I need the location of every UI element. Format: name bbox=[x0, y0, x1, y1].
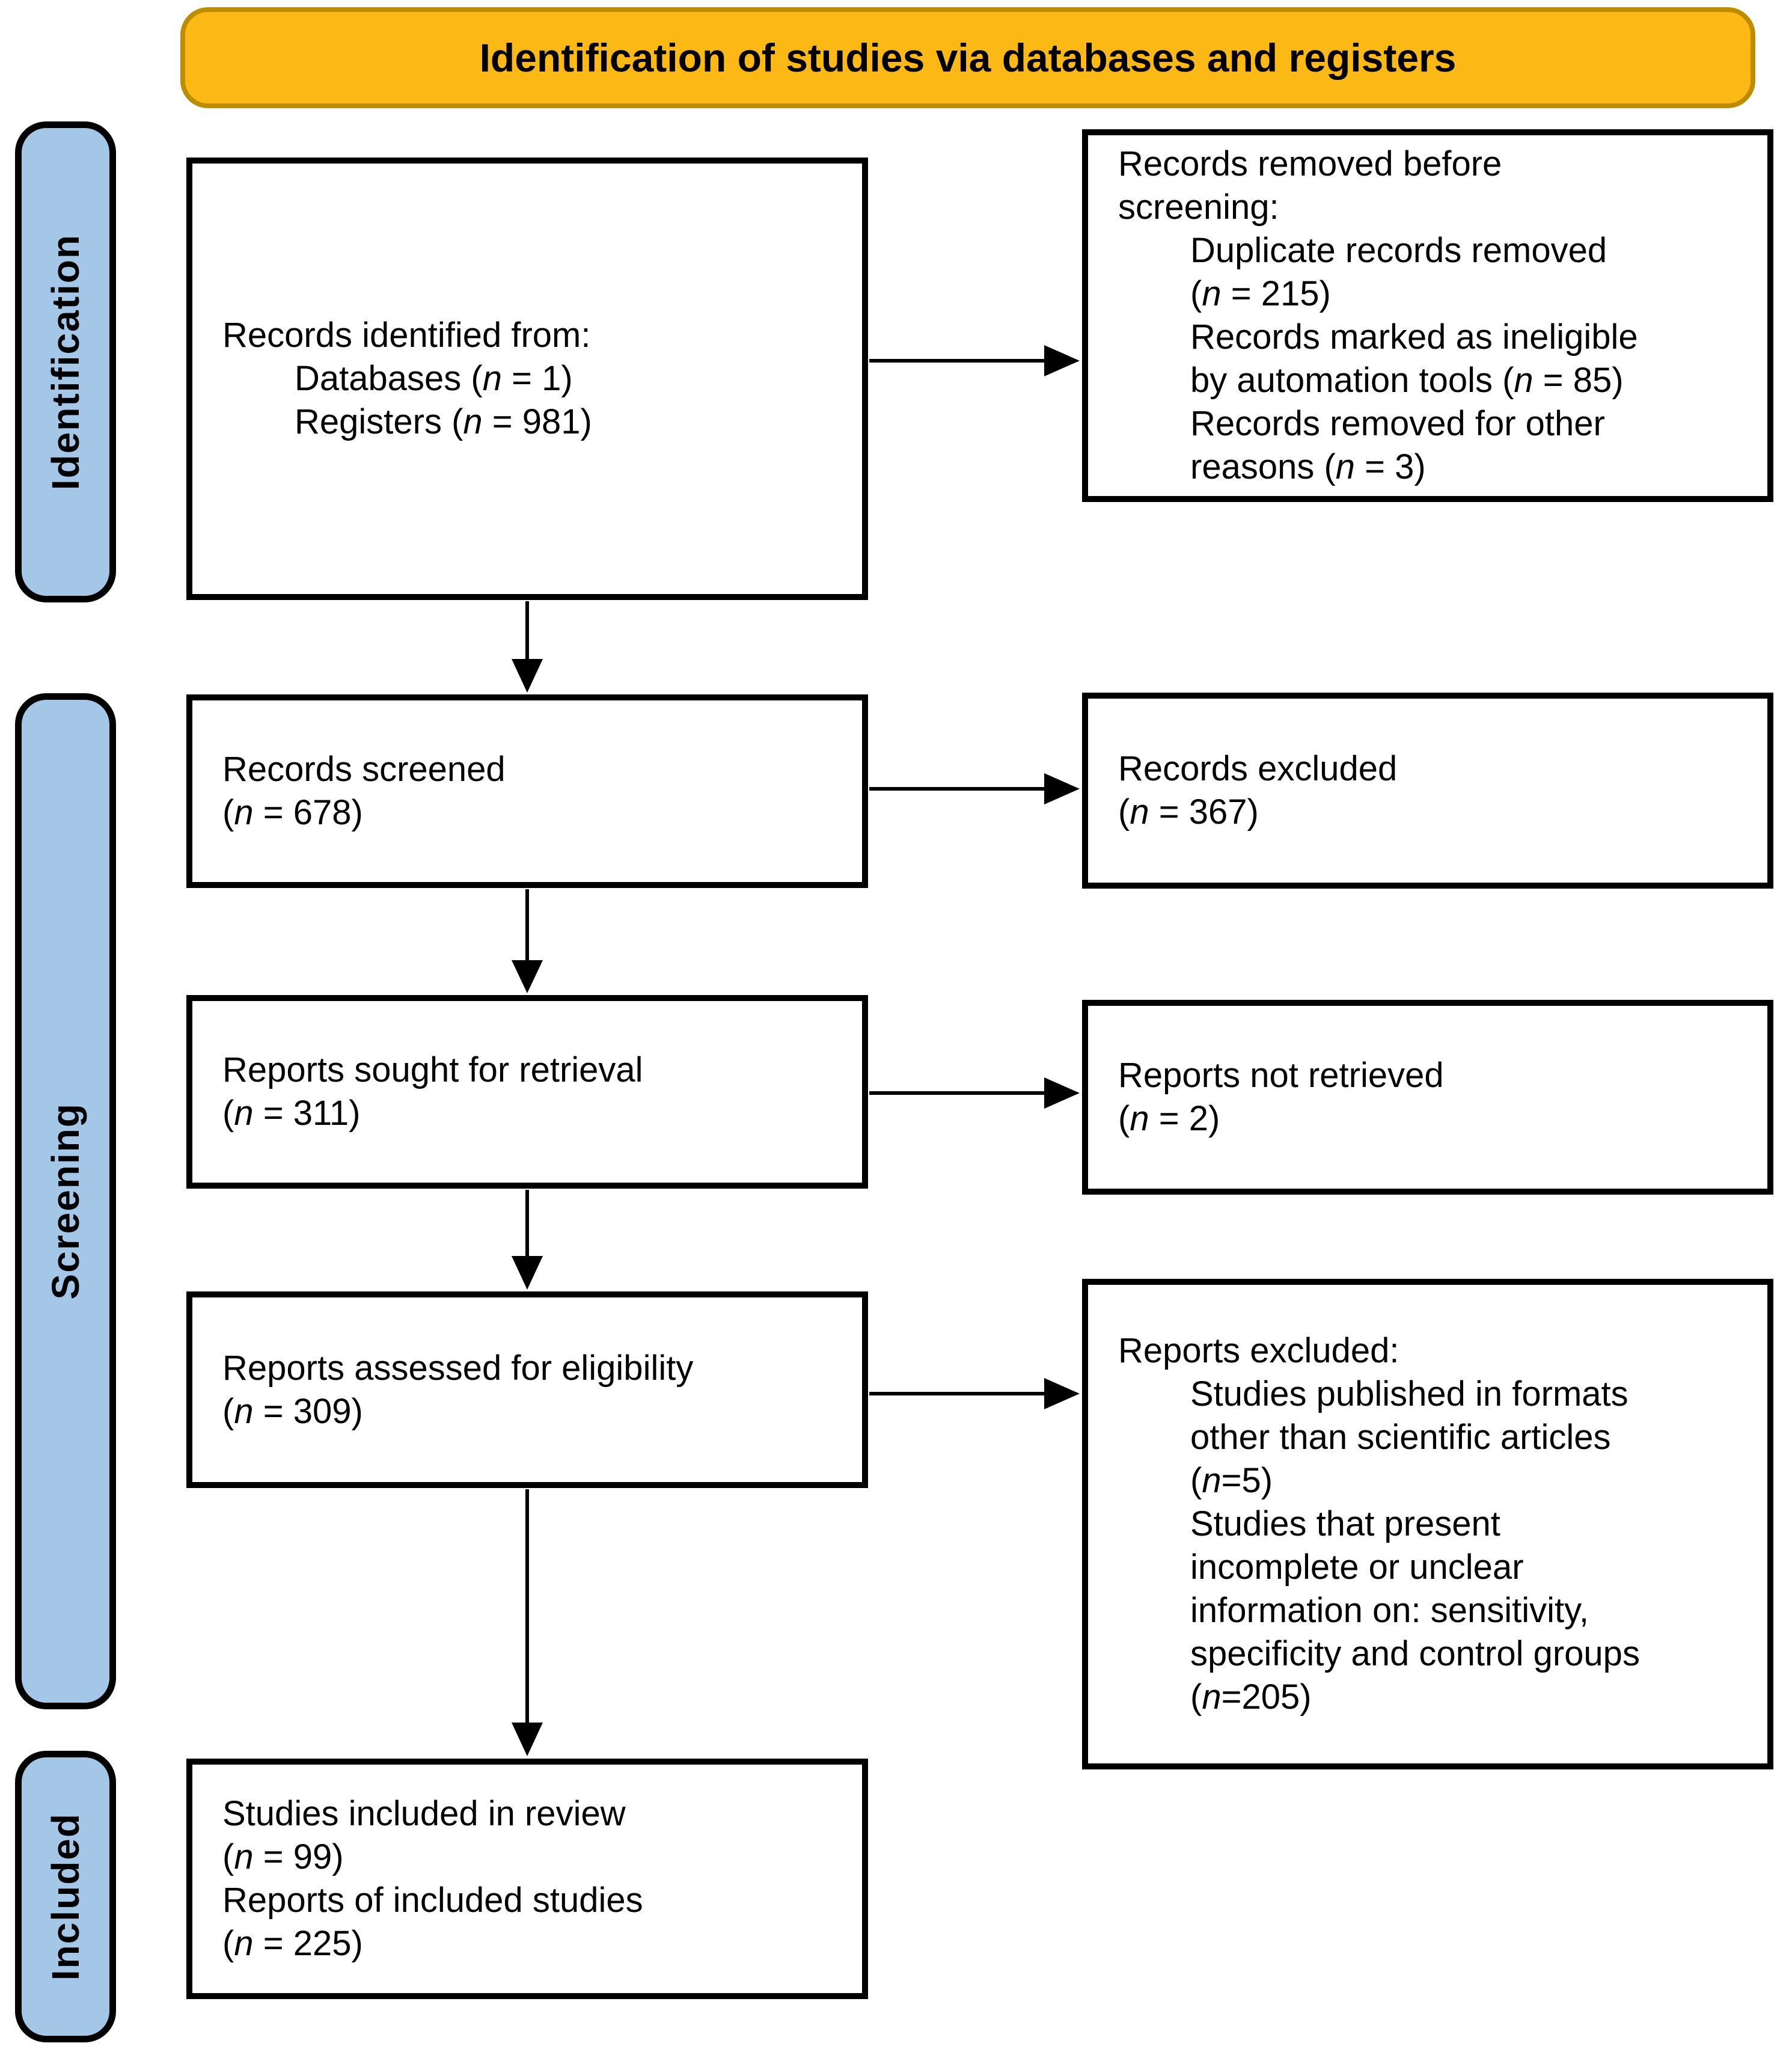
box-records-excluded: Records excluded (n = 367) bbox=[1082, 693, 1773, 889]
box-text-line: Records marked as ineligible bbox=[1190, 317, 1638, 357]
box-text-line: information on: sensitivity, bbox=[1190, 1591, 1589, 1630]
box-text-line: specificity and control groups bbox=[1190, 1634, 1640, 1673]
arrow-down-icon bbox=[512, 889, 543, 993]
banner-title: Identification of studies via databases … bbox=[180, 7, 1755, 108]
banner-title-text: Identification of studies via databases … bbox=[479, 35, 1457, 80]
box-records-removed-before-screening: Records removed before screening: Duplicat… bbox=[1082, 129, 1773, 502]
box-text-line: Records removed before bbox=[1118, 144, 1502, 183]
box-text-line: Registers (n = 981) bbox=[295, 402, 592, 441]
box-text-line: incomplete or unclear bbox=[1190, 1548, 1524, 1587]
box-text-line: screening: bbox=[1118, 188, 1279, 227]
side-label-identification-text: Identification bbox=[44, 233, 87, 491]
box-reports-excluded: Reports excluded: Studies published in fo… bbox=[1082, 1279, 1773, 1769]
box-studies-included-in-review: Studies included in review (n = 99) Report… bbox=[186, 1759, 868, 1999]
box-text-line: Studies that present bbox=[1190, 1504, 1500, 1543]
box-reports-not-retrieved: Reports not retrieved (n = 2) bbox=[1082, 1000, 1773, 1195]
box-text-line: Reports not retrieved bbox=[1118, 1056, 1444, 1095]
box-text-line: (n = 367) bbox=[1118, 792, 1259, 832]
box-text-line: Studies published in formats bbox=[1190, 1374, 1628, 1413]
arrow-down-icon bbox=[512, 1190, 543, 1290]
box-text-line: (n = 215) bbox=[1190, 274, 1331, 313]
side-label-included: Included bbox=[15, 1751, 116, 2042]
box-text-line: Records excluded bbox=[1118, 749, 1398, 788]
box-text-line: Records identified from: bbox=[222, 316, 591, 355]
side-label-screening: Screening bbox=[15, 693, 116, 1709]
side-label-identification: Identification bbox=[15, 121, 116, 602]
arrow-right-icon bbox=[869, 1378, 1080, 1409]
box-text-line: reasons (n = 3) bbox=[1190, 447, 1426, 486]
box-text-line: (n = 225) bbox=[222, 1924, 363, 1963]
arrow-right-icon bbox=[869, 1077, 1080, 1109]
box-text-line: (n = 311) bbox=[222, 1094, 361, 1133]
arrow-right-icon bbox=[869, 345, 1080, 376]
arrow-down-icon bbox=[512, 601, 543, 693]
side-label-screening-text: Screening bbox=[44, 1103, 87, 1300]
box-text-line: Databases (n = 1) bbox=[295, 359, 573, 398]
box-text-line: (n=205) bbox=[1190, 1677, 1312, 1717]
box-text-line: Reports assessed for eligibility bbox=[222, 1348, 694, 1388]
box-text-line: (n = 678) bbox=[222, 793, 363, 832]
box-text-line: Studies included in review bbox=[222, 1794, 626, 1833]
box-text-line: (n=5) bbox=[1190, 1461, 1273, 1500]
box-text-line: Reports sought for retrieval bbox=[222, 1050, 643, 1089]
box-text-line: Duplicate records removed bbox=[1190, 231, 1607, 270]
box-text-line: other than scientific articles bbox=[1190, 1418, 1611, 1457]
box-text-line: (n = 99) bbox=[222, 1837, 344, 1876]
box-reports-sought-for-retrieval: Reports sought for retrieval (n = 311) bbox=[186, 995, 868, 1189]
box-records-identified: Records identified from: Databases (n = 1… bbox=[186, 158, 868, 600]
box-text-line: Records screened bbox=[222, 750, 506, 789]
box-text-line: Reports of included studies bbox=[222, 1881, 643, 1920]
box-text-line: by automation tools (n = 85) bbox=[1190, 361, 1624, 400]
side-label-included-text: Included bbox=[44, 1812, 87, 1981]
box-text-line: (n = 309) bbox=[222, 1391, 363, 1431]
box-reports-assessed-for-eligibility: Reports assessed for eligibility(n = 309… bbox=[186, 1291, 868, 1488]
arrow-down-icon bbox=[512, 1489, 543, 1756]
box-records-screened: Records screened (n = 678) bbox=[186, 694, 868, 888]
arrow-right-icon bbox=[869, 773, 1080, 804]
box-text-line: Reports excluded: bbox=[1118, 1331, 1399, 1370]
box-text-line: Records removed for other bbox=[1190, 404, 1605, 443]
box-text-line: (n = 2) bbox=[1118, 1099, 1220, 1138]
